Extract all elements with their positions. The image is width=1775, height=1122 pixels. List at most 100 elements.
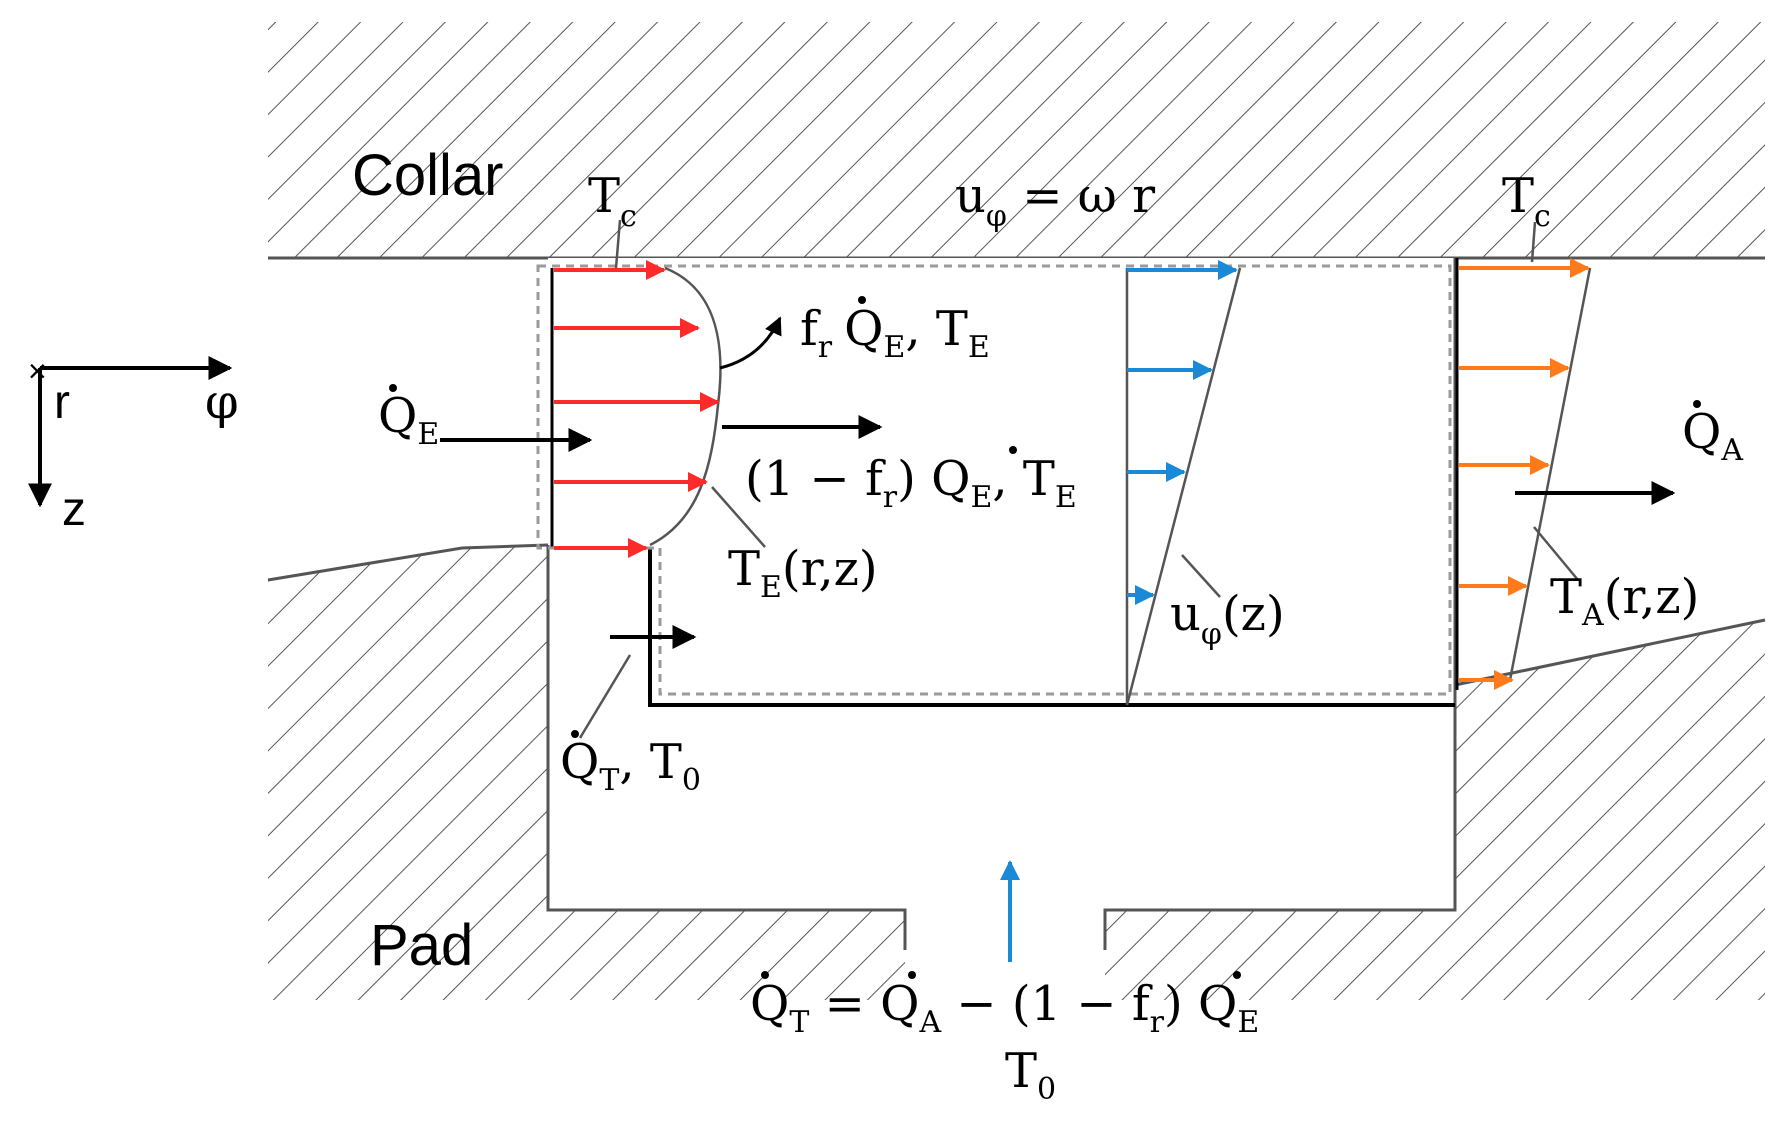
qt-eq-mid: − (1 − f: [941, 976, 1153, 1032]
one-minus-fr-label: (1 − fr) QE, TE: [745, 451, 1077, 515]
qt-t0-q: Q: [560, 734, 599, 790]
qt-t0-label: QT, T0: [560, 734, 701, 798]
collar-label: Collar: [352, 143, 504, 208]
tc-right-main: T: [1502, 168, 1534, 224]
qt-eq-eq: =: [809, 976, 880, 1032]
u-phi-top-label: uφ = ω r: [955, 168, 1155, 234]
couette-profile-line: [1125, 267, 1242, 706]
dot-accent-icon: [1693, 400, 1701, 408]
qt-leader: [578, 654, 632, 739]
tc-right-leader: [1530, 221, 1537, 263]
outlet-velocity-profile: [1459, 258, 1592, 690]
qa-out-q: Q: [1682, 404, 1721, 460]
u-phi-top-sub: φ: [986, 199, 1007, 234]
qa-out-label: QA: [1682, 404, 1743, 468]
pad-outline: [267, 258, 1766, 950]
inlet-velocity-profile: [554, 260, 722, 558]
axis-z-label: z: [62, 483, 86, 536]
qt-eq-msub: r: [1150, 1005, 1165, 1040]
t0-bottom-t: T: [1005, 1043, 1037, 1099]
dot-accent-icon: [1009, 446, 1017, 454]
fr-sep: ,: [905, 301, 936, 357]
t0-bottom-tsub: 0: [1037, 1072, 1056, 1107]
couette-velocity-profile: [1125, 260, 1242, 706]
collar-hatch: [268, 22, 1765, 258]
tc-left-main: T: [588, 168, 620, 224]
u-phi-z-rest: (z): [1222, 586, 1285, 642]
qt-eq-q3: Q: [1198, 976, 1237, 1032]
qt-eq-q1: Q: [750, 976, 789, 1032]
u-phi-top-rest: = ω r: [1007, 168, 1155, 224]
omf-qsub: E: [970, 480, 992, 515]
ta-rz-label: TA(r,z): [1550, 569, 1699, 633]
qe-in-q: Q: [378, 388, 417, 444]
control-volume-dashed: [536, 264, 1452, 696]
pad-hatch-right: [1105, 620, 1765, 1000]
te-rz-leader: [711, 486, 766, 548]
dot-accent-icon: [858, 296, 866, 304]
axis-phi-label: φ: [205, 374, 239, 430]
fr-t: T: [936, 301, 968, 357]
tc-right-sub: c: [1534, 199, 1551, 234]
coordinate-axes: × r φ z: [28, 353, 239, 536]
omf-mid: ): [897, 451, 931, 507]
pad-label: Pad: [370, 913, 473, 978]
qt-t0-tsub: 0: [682, 763, 701, 798]
fr-f: f: [800, 301, 821, 357]
tc-left-label: Tc: [588, 168, 637, 234]
te-rz-tsub: E: [760, 570, 782, 605]
omf-presub: r: [883, 480, 898, 515]
omf-sep: ,: [992, 451, 1023, 507]
omf-q: Q: [931, 451, 970, 507]
t0-bottom-label: T0: [1005, 1043, 1056, 1107]
dot-accent-icon: [389, 384, 397, 392]
axis-r-label: r: [54, 376, 70, 429]
te-rz-label: TE(r,z): [728, 541, 878, 605]
ta-rz-tsub: A: [1581, 598, 1604, 633]
dot-accent-icon: [761, 971, 769, 979]
te-rz-rest: (r,z): [782, 541, 878, 597]
fr-tsub: E: [968, 330, 990, 365]
fr-fsub: r: [818, 330, 833, 365]
qt-eq-q3sub: E: [1237, 1005, 1259, 1040]
qt-t0-t: T: [650, 734, 682, 790]
r-axis-cross-icon: ×: [28, 353, 47, 389]
omf-tsub: E: [1055, 480, 1077, 515]
fr-qsub: E: [883, 330, 905, 365]
u-phi-top-main: u: [955, 168, 986, 224]
omf-pre: (1 − f: [745, 451, 886, 507]
ta-rz-t: T: [1550, 569, 1582, 625]
uphi-z-leader: [1181, 554, 1221, 598]
tc-left-leader: [614, 219, 622, 269]
qt-equation-label: QT = QA − (1 − fr) QE: [750, 976, 1259, 1040]
fr-q: Q: [844, 301, 883, 357]
tc-left-sub: c: [620, 199, 637, 234]
dot-accent-icon: [908, 971, 916, 979]
omf-t: T: [1023, 451, 1055, 507]
fr-recirculation-arrow: [719, 316, 782, 370]
u-phi-z-label: uφ(z): [1170, 586, 1285, 652]
pad-hatch-left: [268, 545, 905, 1000]
dot-accent-icon: [1233, 971, 1241, 979]
pocket-cavity: [548, 258, 1455, 1000]
qt-eq-q1sub: T: [789, 1005, 809, 1040]
qt-eq-q2: Q: [880, 976, 919, 1032]
qe-in-qsub: E: [417, 417, 439, 452]
u-phi-z-main: u: [1170, 586, 1201, 642]
qe-in-label: QE: [378, 388, 439, 452]
dot-accent-icon: [571, 730, 579, 738]
tc-right-label: Tc: [1502, 168, 1551, 234]
te-rz-t: T: [728, 541, 760, 597]
qa-out-qsub: A: [1720, 433, 1743, 468]
qt-eq-q2sub: A: [918, 1005, 941, 1040]
u-phi-z-sub: φ: [1201, 617, 1222, 652]
qt-t0-sep: ,: [619, 734, 650, 790]
qt-eq-mid2: ): [1164, 976, 1198, 1032]
ta-rz-leader: [1533, 526, 1579, 581]
ta-rz-rest: (r,z): [1604, 569, 1700, 625]
qt-t0-qsub: T: [599, 763, 619, 798]
outlet-profile-line: [1508, 267, 1592, 681]
